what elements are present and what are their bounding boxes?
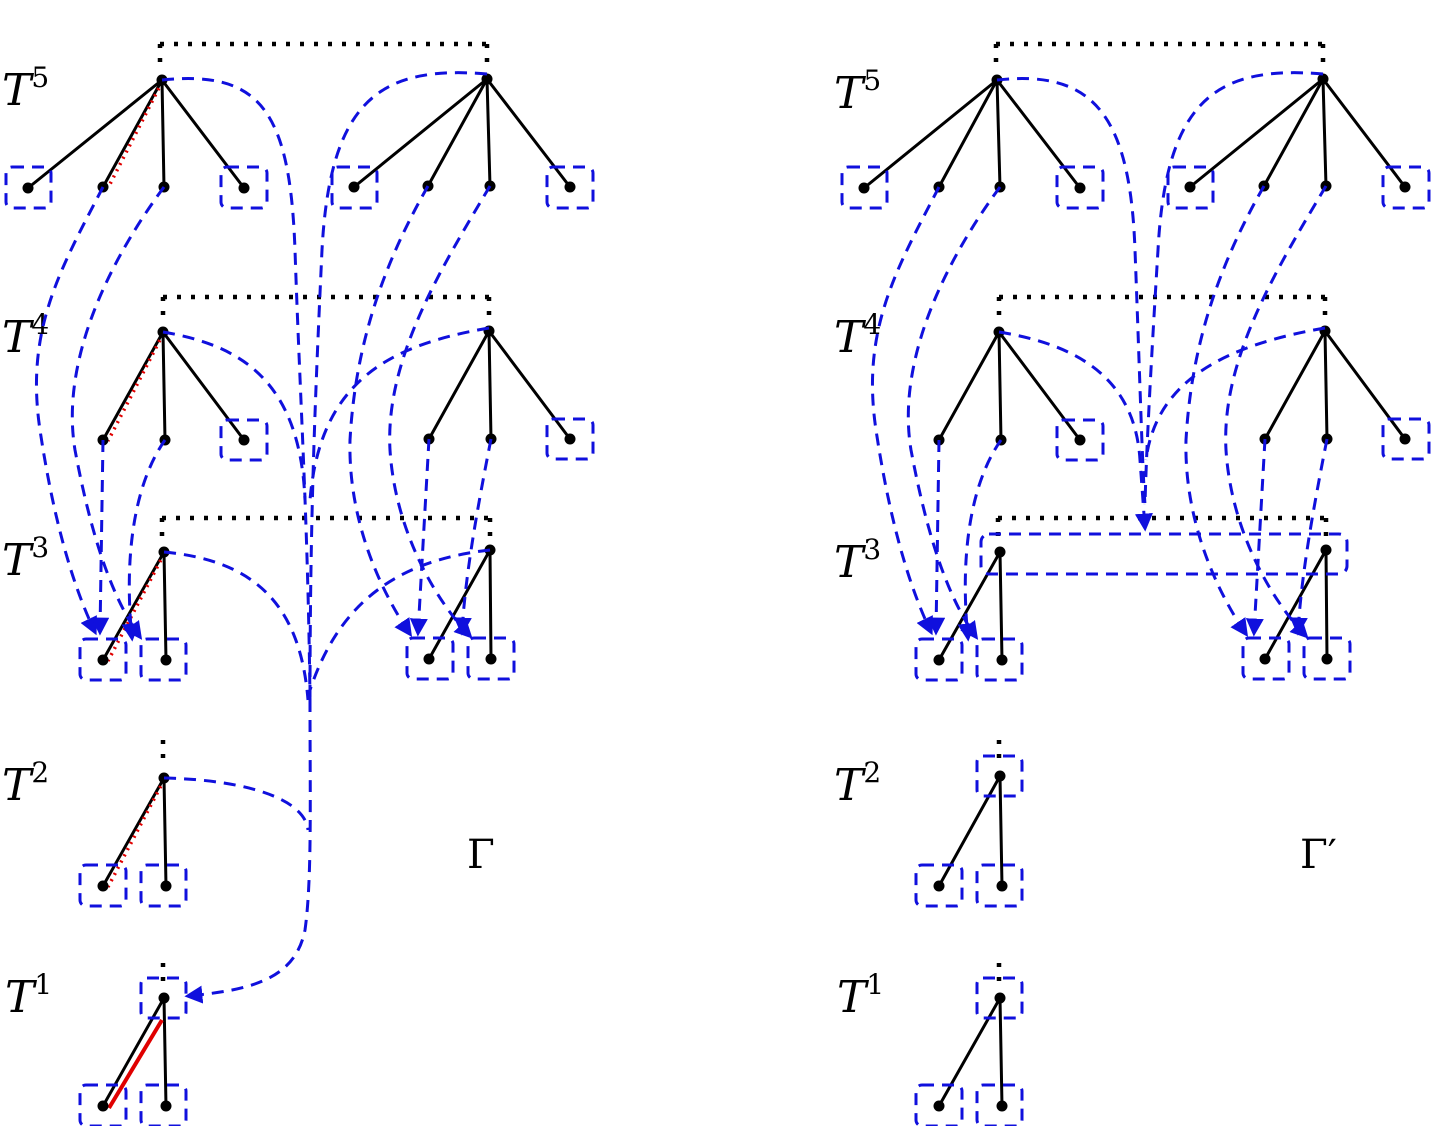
- right-dashed-arrows: [870, 71, 1329, 642]
- level-label-t1: T1: [5, 968, 52, 1023]
- left-dashed-arrows: [34, 71, 493, 1004]
- level-label-t3: T3: [2, 531, 49, 586]
- level-label-t5-prime: T5: [834, 64, 881, 119]
- right-level-labels: T5 T4 T3 T2 T1: [834, 64, 884, 1023]
- right-panel: T5 T4 T3 T2 T1 Γ′: [834, 41, 1431, 1126]
- left-red-highlights: [106, 81, 166, 1110]
- left-nodes: [22, 73, 576, 1112]
- level-label-t3-prime: T3: [834, 533, 881, 588]
- left-tree-edges: [26, 77, 572, 1108]
- graph-label-gamma: Γ: [467, 832, 495, 878]
- right-dotted-connectors: [993, 41, 1329, 990]
- level-label-t2-prime: T2: [834, 756, 881, 811]
- left-panel: T5 T4 T3 T2 T1 Γ: [2, 41, 595, 1126]
- graph-label-gamma-prime: Γ′: [1300, 832, 1337, 878]
- left-dotted-connectors: [157, 41, 493, 990]
- level-label-t4-prime: T4: [834, 308, 881, 363]
- level-label-t4: T4: [2, 308, 49, 363]
- left-level-labels: T5 T4 T3 T2 T1: [2, 61, 52, 1023]
- right-tree-edges: [862, 77, 1407, 1108]
- level-label-t1-prime: T1: [837, 968, 884, 1023]
- level-label-t2: T2: [2, 756, 49, 811]
- level-label-t5: T5: [2, 61, 49, 116]
